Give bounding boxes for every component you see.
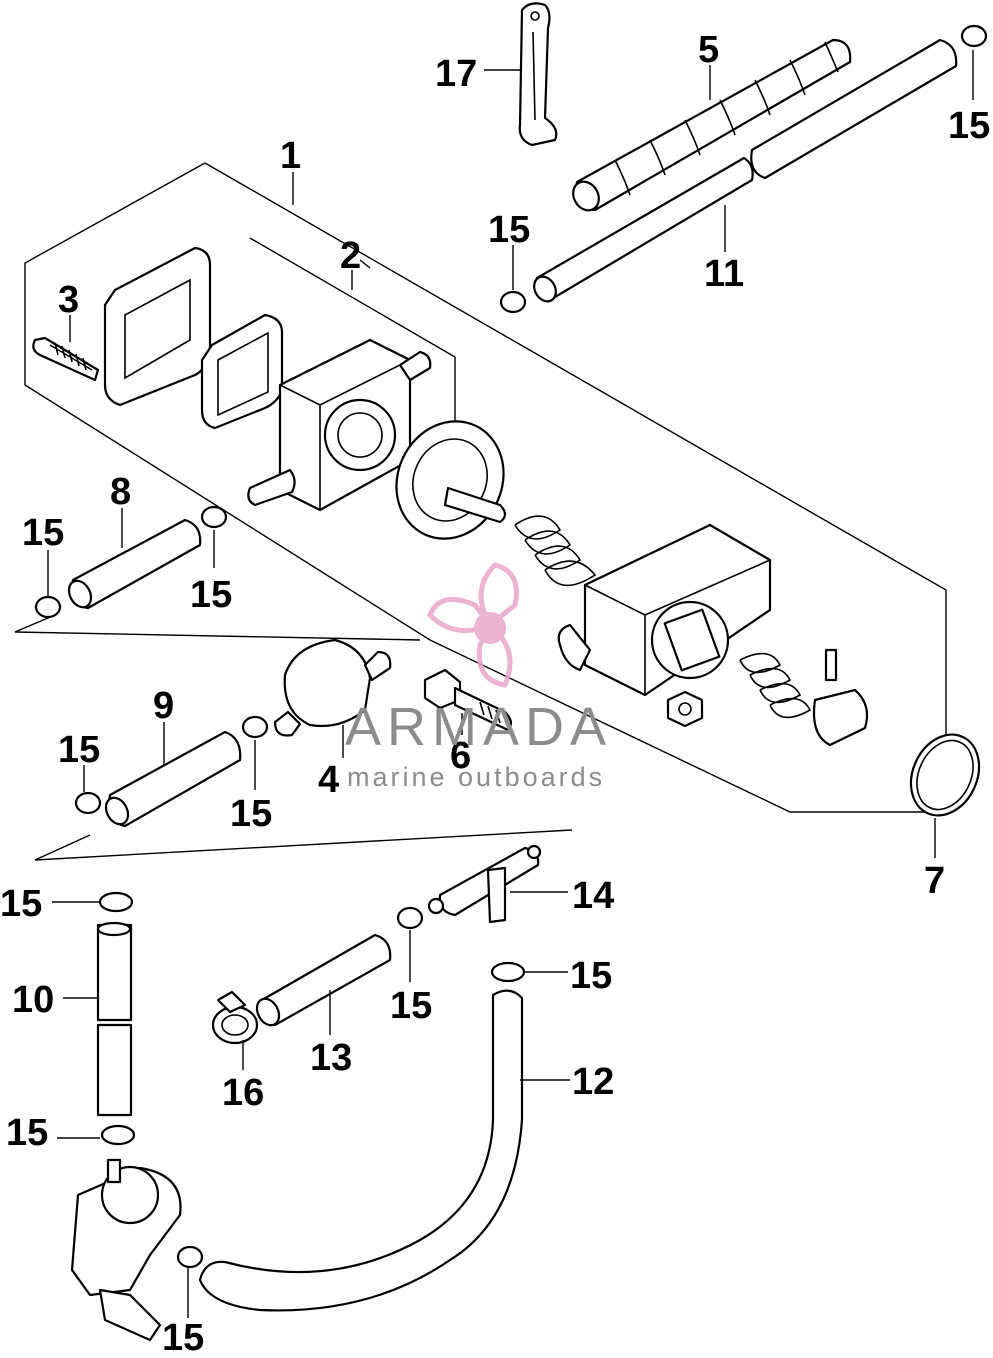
callout-15-f: 15 [230,793,272,835]
fuel-hose-part-13 [255,933,392,1027]
callout-13: 13 [310,1037,352,1079]
callout-5: 5 [698,29,719,71]
valve-spring-part [739,652,812,719]
hose-group-outline-upper [14,614,421,641]
t-joint-part-14 [427,844,542,924]
callout-14: 14 [572,875,614,917]
clip-part-15-i [490,961,526,983]
cover-plate-part [103,246,212,407]
callout-15-h: 15 [390,985,432,1027]
valve-pin-part [824,648,838,682]
diaphragm-part [395,420,507,540]
callout-6: 6 [450,735,471,777]
callout-8: 8 [110,471,131,513]
clip-part-15-b [499,290,527,314]
callout-1: 1 [280,135,301,177]
assembly-outline-1 [24,162,947,813]
fuel-connector-part [70,1158,182,1342]
clip-part-15-c [200,505,228,529]
fuel-filter-part-4 [273,638,392,737]
clip-part-15-d [34,595,62,619]
callout-15-c: 15 [22,512,64,554]
callout-10: 10 [12,979,54,1021]
fuel-hose-part-10 [96,921,133,1117]
callout-15-d: 15 [190,574,232,616]
callout-7: 7 [924,860,945,902]
callout-15-a: 15 [948,105,990,147]
callout-11: 11 [704,253,744,295]
clip-part-15-k [176,1245,204,1269]
pump-cover-part [557,523,772,697]
callout-16: 16 [222,1072,264,1114]
callout-4: 4 [318,759,339,801]
nut-part [666,690,704,728]
watermark-brand: ARMADA [345,697,613,757]
hose-clamp-part-16 [211,990,259,1045]
assembly-outline-2 [249,237,456,425]
callout-12: 12 [572,1061,614,1103]
screw-part-3 [32,336,100,382]
fuel-hose-part-12 [198,989,524,1312]
callout-17: 17 [435,53,477,95]
gasket-part [200,313,284,430]
fuel-hose-part-11 [533,38,958,303]
clip-part-15-g [98,891,134,913]
callout-15-b: 15 [488,209,530,251]
valve-plug-part [812,688,869,747]
protective-sleeve-part-5 [572,38,852,212]
clip-part-15-j [100,1124,136,1146]
clip-part-15-h [396,906,424,930]
bolt-part-6 [423,668,512,732]
callout-15-j: 15 [6,1112,48,1154]
callout-15-e: 15 [58,729,100,771]
o-ring-part-7 [909,733,981,817]
callout-15-g: 15 [0,883,42,925]
callout-9: 9 [153,685,174,727]
callout-labels: 1 2 3 4 5 6 7 8 9 10 11 12 13 14 16 17 1… [0,29,990,1358]
fuel-hose-part-8 [67,518,202,610]
callout-15-i: 15 [570,955,612,997]
watermark-tagline: marine outboards [347,762,606,792]
clip-part-15-a [960,24,988,48]
leader-lines [47,50,974,1318]
callout-3: 3 [58,279,79,321]
clip-part-15-f [74,791,102,815]
armada-logo-icon [427,562,519,688]
pump-spring-part [514,515,597,587]
hose-group-outline-lower [34,829,573,861]
hose-guide-strap-part-17 [518,2,558,147]
callout-15-k: 15 [162,1317,204,1353]
callout-2: 2 [340,235,361,277]
clip-part-15-e [241,715,269,739]
fuel-hose-part-9 [104,730,242,828]
